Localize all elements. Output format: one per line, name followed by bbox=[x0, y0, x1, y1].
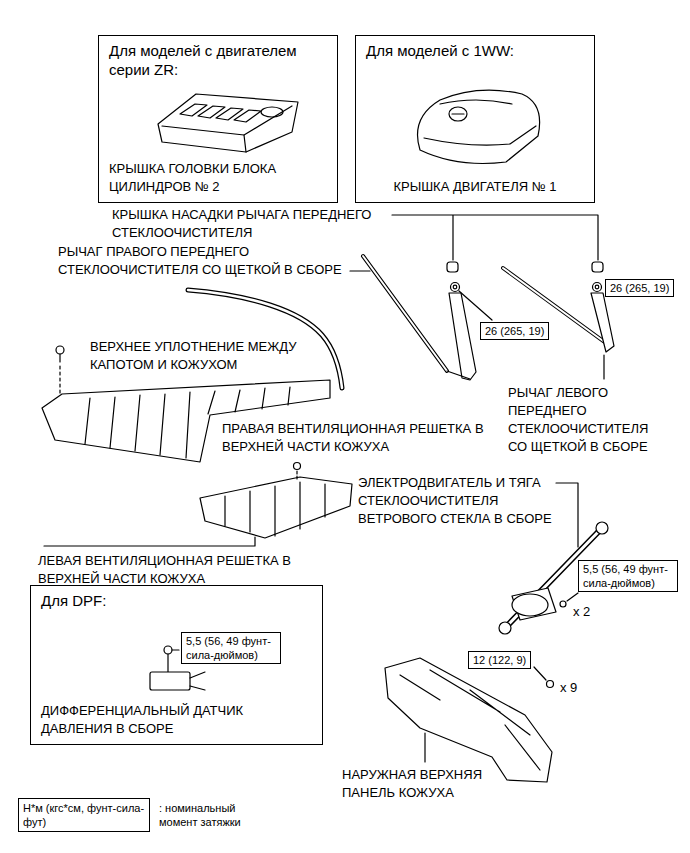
arm-head-cap bbox=[447, 262, 603, 272]
cowl-outer-panel bbox=[400, 670, 540, 770]
legend-note: : номинальный момент затяжки bbox=[159, 801, 271, 829]
leader-line bbox=[172, 649, 179, 650]
wiper-motor-link bbox=[499, 622, 511, 634]
right-ventilator-louver bbox=[56, 346, 64, 354]
variant-panel: Для моделей с 1WW: КРЫШКА ДВИГАТЕЛЯ № 1 bbox=[355, 35, 595, 203]
panel-heading: Для моделей с двигателем серии ZR: bbox=[109, 41, 327, 79]
left-ventilator-louver bbox=[294, 463, 301, 470]
torque-unit: Н*м (кгс*см, фунт-сила-фут) bbox=[23, 801, 145, 829]
torque-box: 5,5 (56, 49 фунт-сила-дюймов) bbox=[181, 632, 281, 664]
cylinder-head-cover bbox=[162, 106, 292, 135]
left-ventilator-louver bbox=[225, 482, 325, 536]
arm-head-cap bbox=[592, 262, 603, 272]
engine-cover bbox=[418, 90, 540, 163]
quantity-label: x 2 bbox=[573, 603, 590, 621]
part-name: НАРУЖНАЯ ВЕРХНЯЯ ПАНЕЛЬ КОЖУХА bbox=[342, 766, 514, 802]
leader-line bbox=[534, 667, 546, 680]
torque-box: 26 (265, 19) bbox=[480, 322, 549, 340]
right-wiper-arm bbox=[447, 371, 470, 379]
right-ventilator-louver bbox=[59, 366, 60, 396]
torque-box: 12 (122, 9) bbox=[468, 651, 531, 669]
variant-panel: Для DPF: ДИФФЕРЕНЦИАЛЬНЫЙ ДАТЧИК ДАВЛЕНИЯ… bbox=[30, 585, 323, 745]
torque-value: 26 (265, 19) bbox=[610, 281, 669, 295]
cylinder-head-cover bbox=[180, 104, 207, 116]
cowl-outer-panel bbox=[385, 658, 554, 782]
part-name: КРЫШКА ГОЛОВКИ БЛОКА ЦИЛИНДРОВ № 2 bbox=[109, 160, 327, 196]
left-wiper-arm bbox=[591, 293, 614, 352]
arm-nut bbox=[595, 285, 599, 289]
cylinder-head-cover bbox=[244, 135, 246, 152]
leader-line bbox=[392, 215, 598, 260]
leader-line bbox=[350, 270, 370, 271]
arm-head-cap bbox=[447, 262, 458, 272]
cylinder-head-cover bbox=[198, 106, 225, 118]
panel-heading: Для DPF: bbox=[41, 591, 312, 610]
part-name: ДИФФЕРЕНЦИАЛЬНЫЙ ДАТЧИК ДАВЛЕНИЯ В СБОРЕ bbox=[41, 702, 312, 738]
pressure-sensor bbox=[150, 672, 190, 690]
engine-cover bbox=[418, 90, 540, 163]
arm-nut bbox=[451, 283, 460, 292]
left-ventilator-louver bbox=[200, 477, 352, 538]
torque-box: 26 (265, 19) bbox=[605, 279, 674, 297]
leader-line bbox=[567, 593, 578, 601]
part-name: КРЫШКА НАСАДКИ РЫЧАГА ПЕРЕДНЕГО СТЕКЛООЧ… bbox=[112, 206, 457, 242]
engine-cover bbox=[440, 100, 512, 104]
cylinder-head-cover bbox=[158, 94, 298, 152]
part-name: ЛЕВАЯ ВЕНТИЛЯЦИОННАЯ РЕШЕТКА В ВЕРХНЕЙ Ч… bbox=[38, 552, 300, 588]
part-name: КРЫШКА ДВИГАТЕЛЯ № 1 bbox=[366, 178, 584, 196]
right-wiper-arm bbox=[363, 256, 476, 380]
cylinder-head-cover bbox=[261, 107, 283, 117]
cylinder-head-cover bbox=[158, 94, 298, 152]
leader-line bbox=[424, 733, 425, 762]
leader-line bbox=[44, 215, 604, 762]
part-name: ПРАВАЯ ВЕНТИЛЯЦИОННАЯ РЕШЕТКА В ВЕРХНЕЙ … bbox=[222, 420, 522, 456]
wiper-motor-link bbox=[596, 522, 608, 534]
right-wiper-arm bbox=[363, 256, 447, 371]
torque-legend-box: Н*м (кгс*см, фунт-сила-фут): номинальный… bbox=[18, 798, 150, 832]
arm-nut bbox=[593, 283, 602, 292]
torque-value: 12 (122, 9) bbox=[473, 653, 526, 667]
engine-cover bbox=[449, 107, 467, 121]
pressure-sensor bbox=[190, 672, 205, 690]
variant-panel: Для моделей с двигателем серии ZR: КРЫШКА… bbox=[98, 35, 338, 203]
part-name: РЫЧАГ ПРАВОГО ПЕРЕДНЕГО СТЕКЛООЧИСТИТЕЛЯ… bbox=[58, 243, 353, 279]
left-ventilator-louver bbox=[296, 471, 297, 479]
leader-line bbox=[44, 537, 255, 546]
arm-nut bbox=[453, 285, 457, 289]
torque-value: 5,5 (56, 49 фунт-сила-дюймов) bbox=[186, 634, 276, 662]
cowl-outer-panel bbox=[385, 658, 552, 782]
torque-value: 26 (265, 19) bbox=[485, 324, 544, 338]
right-ventilator-louver bbox=[59, 354, 60, 362]
wiper-motor-link bbox=[560, 601, 566, 607]
panel-heading: Для моделей с 1WW: bbox=[366, 41, 584, 60]
quantity-label: x 9 bbox=[560, 679, 577, 697]
pressure-sensor bbox=[164, 646, 172, 654]
cylinder-head-cover bbox=[216, 108, 243, 120]
right-wiper-arm bbox=[449, 293, 476, 380]
part-name: РЫЧАГ ЛЕВОГО ПЕРЕДНЕГО СТЕКЛООЧИСТИТЕЛЯ … bbox=[508, 384, 660, 456]
part-name: ВЕРХНЕЕ УПЛОТНЕНИЕ МЕЖДУ КАПОТОМ И КОЖУХ… bbox=[90, 338, 305, 374]
left-ventilator-louver bbox=[200, 463, 352, 539]
cylinder-head-cover bbox=[234, 110, 261, 122]
engine-cover bbox=[424, 126, 536, 145]
leader-line bbox=[556, 483, 578, 547]
torque-box: 5,5 (56, 49 фунт-сила-дюймов) bbox=[578, 560, 678, 592]
wiper-motor-link bbox=[512, 588, 556, 620]
torque-value: 5,5 (56, 49 фунт-сила-дюймов) bbox=[583, 562, 673, 590]
wiper-motor-link bbox=[512, 594, 548, 616]
leader-line bbox=[603, 355, 604, 379]
right-wiper-arm bbox=[363, 256, 447, 371]
pressure-sensor bbox=[167, 654, 168, 672]
cowl-outer-panel bbox=[547, 681, 554, 688]
leader-line bbox=[459, 291, 492, 320]
engine-cover bbox=[452, 113, 464, 114]
part-name: ЭЛЕКТРОДВИГАТЕЛЬ И ТЯГА СТЕКЛООЧИСТИТЕЛЯ… bbox=[358, 474, 558, 528]
